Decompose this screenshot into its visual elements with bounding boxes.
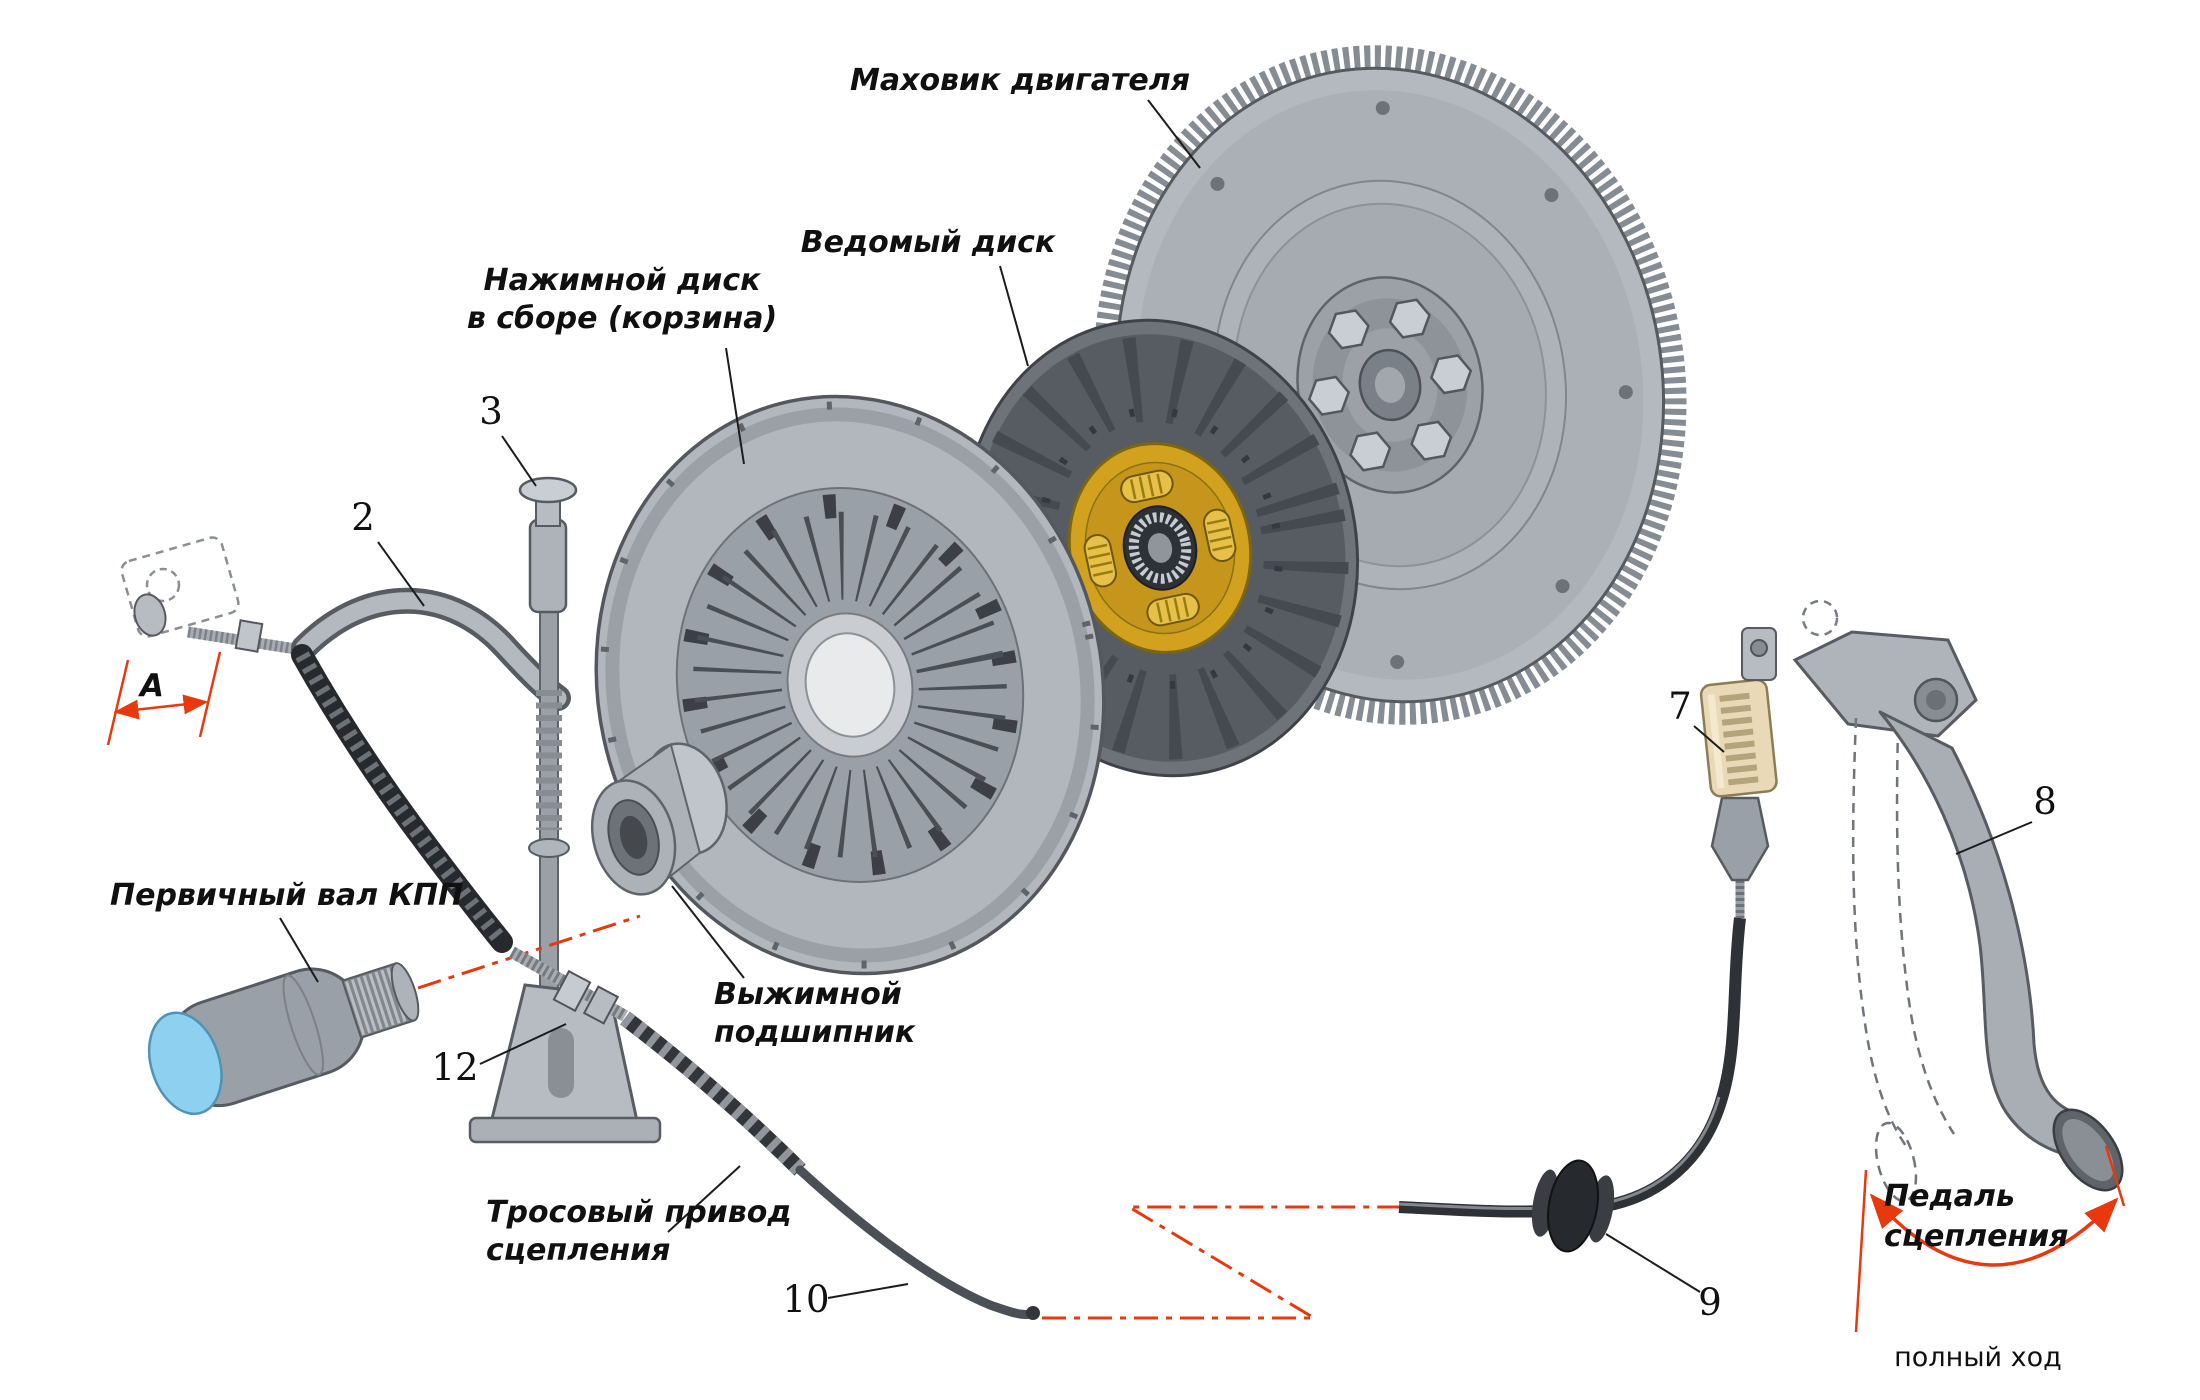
basket-center-hole [804, 632, 896, 738]
label-cable-drive-2: сцепления [486, 1233, 670, 1268]
pedal-arm [1878, 710, 2088, 1158]
label-pressure-plate-2: в сборе (корзина) [467, 301, 777, 336]
bracket-pivot-inner [1926, 690, 1946, 710]
cable-boot [291, 644, 513, 953]
label-pedal-1: Педаль [1884, 1179, 2015, 1214]
clutch-cable-left [620, 1011, 1040, 1320]
cable-upper-fitting [1699, 627, 1778, 918]
driven-disc-splines [1128, 512, 1192, 584]
cable-adjuster [509, 946, 628, 1025]
callout-7: 7 [1668, 685, 1692, 728]
input-shaft-tip [390, 962, 420, 1022]
leader-flywheel [1147, 99, 1201, 169]
leader-7 [1693, 725, 1725, 753]
flywheel-ring-gear [1093, 45, 1687, 725]
adjuster-nut [552, 969, 592, 1013]
centerline-break [1042, 1205, 1399, 1320]
pivot-body [528, 518, 568, 614]
ghost-pivot-hole [1801, 599, 1839, 637]
callout-2: 2 [351, 496, 375, 539]
callout-3: 3 [479, 390, 503, 433]
driven-disc-bore [1147, 533, 1173, 563]
pivot-washer [528, 838, 570, 858]
pivot-shaft [539, 607, 559, 991]
input-shaft-end-cap [147, 1011, 223, 1116]
label-driven-disc: Ведомый диск [801, 225, 1056, 260]
cable-bracket [468, 983, 662, 1144]
basket-rivets [600, 401, 1100, 969]
leader-3 [501, 435, 537, 487]
label-flywheel: Маховик двигателя [850, 63, 1190, 98]
leader-input-shaft [279, 917, 319, 983]
basket-rim-band [605, 407, 1095, 963]
flywheel-pilot [1374, 367, 1406, 403]
diaphragm-slots [680, 493, 1020, 877]
label-full-stroke: полный ход [1894, 1342, 2062, 1373]
callout-10: 10 [782, 1278, 829, 1321]
clevis-pin [1750, 639, 1768, 657]
callout-12: 12 [431, 1046, 478, 1089]
leader-cable-drive [667, 1165, 741, 1233]
leader-driven-disc [999, 265, 1029, 367]
leader-pressure-plate [725, 347, 745, 465]
bracket-slot [548, 1028, 574, 1098]
label-cable-drive-1: Тросовый привод [486, 1195, 792, 1230]
label-pressure-plate-1: Нажимной диск [484, 263, 762, 298]
cable-end-stop [1026, 1306, 1040, 1320]
driven-disc-segments [971, 336, 1349, 760]
axis-centerline [417, 914, 641, 990]
firewall-grommet [1531, 1159, 1615, 1253]
gearbox-input-shaft [147, 962, 420, 1116]
leader-lines [279, 99, 2033, 1299]
pivot-cap [518, 476, 578, 504]
fitting-cone [1710, 796, 1770, 882]
driven-disc-rivets [1037, 406, 1283, 690]
rod-nut [234, 619, 264, 653]
leader-12 [479, 1023, 567, 1065]
bearing-bore-inner [619, 815, 648, 859]
leader-10 [827, 1283, 909, 1299]
label-input-shaft: Первичный вал КПП [110, 878, 463, 913]
pedal-bracket [1792, 599, 1978, 738]
release-bearing [590, 742, 728, 896]
leader-9 [1605, 1233, 1701, 1293]
label-release-bearing-2: подшипник [714, 1015, 916, 1050]
bracket-foot [468, 1116, 662, 1144]
ghost-pedal-pad [1874, 1121, 1918, 1203]
fitting-spring [1719, 692, 1759, 788]
dimension-a-marker [106, 651, 222, 746]
input-shaft-ridge [282, 974, 324, 1076]
callout-9: 9 [1698, 1281, 1722, 1324]
fitting-highlight [1707, 694, 1725, 789]
callout-a: A [137, 668, 164, 704]
pedal-ghost-position [1851, 717, 1956, 1203]
leader-2 [377, 541, 425, 607]
leader-bearing [671, 885, 745, 979]
clutch-fork [291, 587, 571, 711]
clutch-pedal-arm [1878, 710, 2124, 1192]
label-release-bearing-1: Выжимной [714, 977, 902, 1012]
fork-pivot-pin [518, 476, 578, 991]
ghost-part-outline [120, 536, 240, 638]
fork-rod [187, 619, 303, 656]
diaphragm-fingers [693, 511, 1007, 859]
pedal-pad-face [2062, 1119, 2114, 1181]
adjuster-locknut [582, 985, 620, 1025]
label-pedal-2: сцепления [1884, 1219, 2068, 1254]
leader-8 [1955, 821, 2033, 855]
full-stroke-arc [1854, 1145, 2126, 1333]
callout-8: 8 [2033, 780, 2057, 823]
